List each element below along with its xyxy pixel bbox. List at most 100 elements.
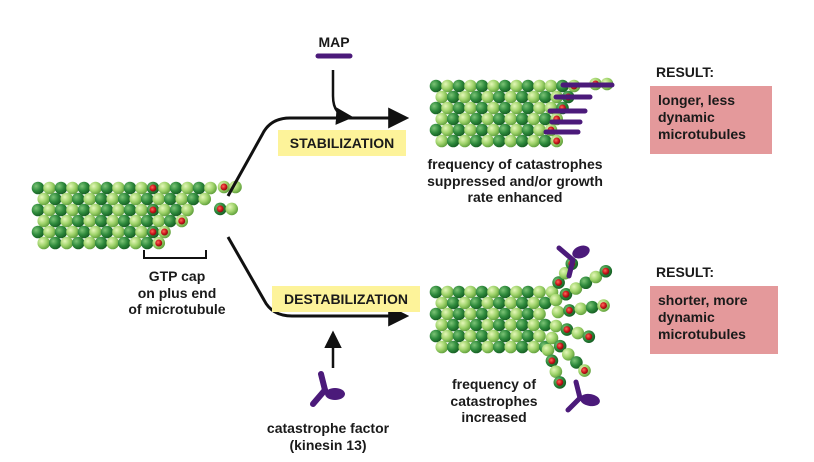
tubulin-subunit xyxy=(94,214,108,228)
tubulin-subunit xyxy=(198,192,212,206)
tubulin-subunit xyxy=(533,329,546,343)
tubulin-subunit xyxy=(570,356,583,369)
tubulin-subunit xyxy=(129,192,143,206)
tubulin-subunit xyxy=(48,214,62,228)
tubulin-subunit xyxy=(515,90,529,104)
tubulin-subunit xyxy=(481,340,495,354)
tubulin-subunit xyxy=(544,79,558,93)
gtp-subunit xyxy=(149,184,157,192)
microtubule-destabilized xyxy=(429,257,613,389)
tubulin-subunit xyxy=(487,79,500,93)
tubulin-subunit xyxy=(89,225,102,239)
tubulin-subunit xyxy=(458,112,472,126)
tubulin-subunit xyxy=(510,307,523,321)
tubulin-subunit xyxy=(435,296,449,310)
tubulin-subunit xyxy=(71,236,85,250)
tubulin-subunit xyxy=(446,134,460,148)
tubulin-subunit xyxy=(106,236,120,250)
tubulin-subunit xyxy=(48,192,62,206)
tubulin-subunit xyxy=(446,318,460,332)
gtp-cap-bracket xyxy=(143,250,207,259)
tubulin-subunit xyxy=(579,276,593,290)
tubulin-subunit xyxy=(549,293,563,307)
tubulin-subunit xyxy=(498,101,512,115)
tubulin-subunit xyxy=(498,123,512,137)
microtubule-stabilized xyxy=(429,77,614,148)
tubulin-subunit xyxy=(204,181,217,195)
tubulin-subunit xyxy=(60,236,74,250)
tubulin-subunit xyxy=(446,340,460,354)
tubulin-subunit xyxy=(492,112,506,126)
tubulin-subunit xyxy=(527,112,541,126)
gtp-subunit xyxy=(155,239,163,247)
tubulin-subunit xyxy=(77,203,91,217)
gtp-subunit xyxy=(553,137,561,145)
tubulin-subunit xyxy=(504,90,518,104)
tubulin-subunit xyxy=(441,101,454,115)
tubulin-subunit xyxy=(545,331,559,345)
tubulin-subunit xyxy=(458,340,472,354)
tubulin-subunit xyxy=(152,214,166,228)
tubulin-subunit xyxy=(589,270,603,284)
tubulin-subunit xyxy=(487,101,500,115)
tubulin-subunit xyxy=(169,203,183,217)
tubulin-subunit xyxy=(429,329,443,343)
tubulin-subunit xyxy=(510,123,523,137)
tubulin-subunit xyxy=(469,340,483,354)
kinesin-bound-top-icon xyxy=(556,245,590,279)
tubulin-subunit xyxy=(533,307,546,321)
tubulin-subunit xyxy=(89,181,102,195)
tubulin-subunit xyxy=(181,203,194,217)
tubulin-subunit xyxy=(435,90,449,104)
tubulin-subunit xyxy=(538,134,552,148)
tubulin-subunit xyxy=(487,123,500,137)
tubulin-subunit xyxy=(481,134,495,148)
tubulin-subunit xyxy=(186,192,200,206)
tubulin-subunit xyxy=(551,305,565,319)
tubulin-subunit xyxy=(31,181,45,195)
tubulin-subunit xyxy=(66,225,79,239)
tubulin-subunit xyxy=(37,236,51,250)
tubulin-subunit xyxy=(140,214,154,228)
tubulin-subunit xyxy=(458,90,472,104)
tubulin-subunit xyxy=(446,112,460,126)
tubulin-subunit xyxy=(533,285,546,299)
tubulin-subunit xyxy=(549,365,563,378)
tubulin-subunit xyxy=(71,214,85,228)
tubulin-subunit xyxy=(94,236,108,250)
tubulin-subunit xyxy=(498,307,512,321)
tubulin-subunit xyxy=(538,296,552,310)
result-heading-top: RESULT: xyxy=(656,64,715,80)
tubulin-subunit xyxy=(571,326,585,340)
tubulin-subunit xyxy=(504,134,518,148)
tubulin-subunit xyxy=(71,192,85,206)
tubulin-subunit xyxy=(561,347,575,361)
tubulin-subunit xyxy=(89,203,102,217)
tubulin-subunit xyxy=(94,192,108,206)
tubulin-subunit xyxy=(533,101,546,115)
map-bars xyxy=(543,82,615,135)
tubulin-subunit xyxy=(469,134,483,148)
tubulin-subunit xyxy=(527,134,541,148)
tubulin-subunit xyxy=(481,90,495,104)
tubulin-subunit xyxy=(60,214,74,228)
tubulin-subunit xyxy=(135,203,148,217)
tubulin-subunit xyxy=(492,318,506,332)
map-label: MAP xyxy=(318,34,350,50)
tubulin-subunit xyxy=(106,214,120,228)
tubulin-subunit xyxy=(435,340,449,354)
gtp-subunit xyxy=(602,267,610,275)
tubulin-subunit xyxy=(481,318,495,332)
tubulin-subunit xyxy=(123,203,137,217)
tubulin-subunit xyxy=(112,181,125,195)
tubulin-subunit xyxy=(475,329,489,343)
tubulin-subunit xyxy=(163,192,177,206)
tubulin-subunit xyxy=(441,307,454,321)
tubulin-subunit xyxy=(452,329,466,343)
tubulin-subunit xyxy=(498,285,512,299)
tubulin-subunit xyxy=(464,329,477,343)
tubulin-subunit xyxy=(469,112,483,126)
tubulin-subunit xyxy=(515,340,529,354)
tubulin-subunit xyxy=(464,123,477,137)
